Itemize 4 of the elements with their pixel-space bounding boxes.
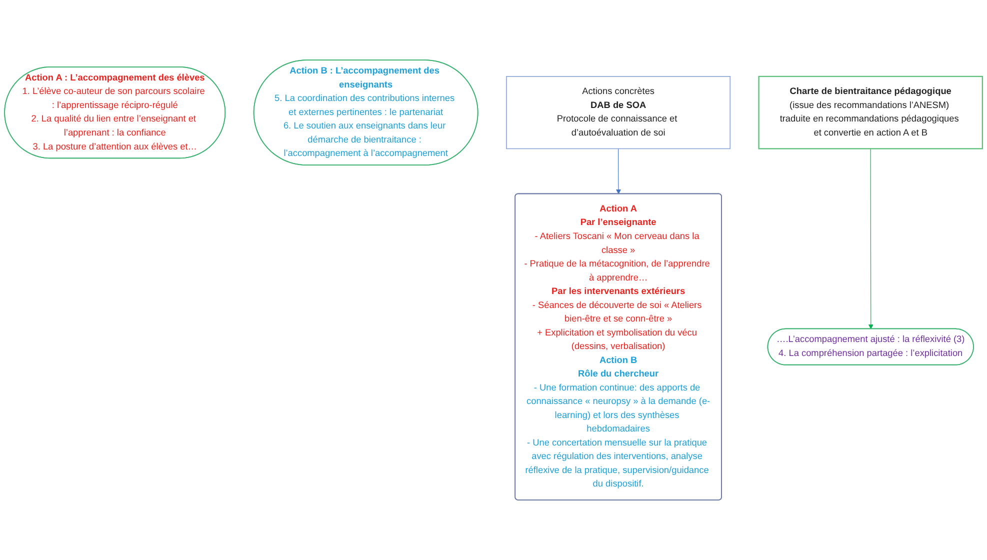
arrow (868, 148, 874, 330)
arrow (616, 148, 622, 194)
node-box: Charte de bientraitance pédagogique (issue des recommandations l’ANESM) traduite en recommandations pédagogiques et convertie en action A et B (758, 76, 983, 150)
node-box: Actions concrètes DAB de SOA Protocole de connaissance et d’autoévaluation de soi (506, 76, 731, 150)
